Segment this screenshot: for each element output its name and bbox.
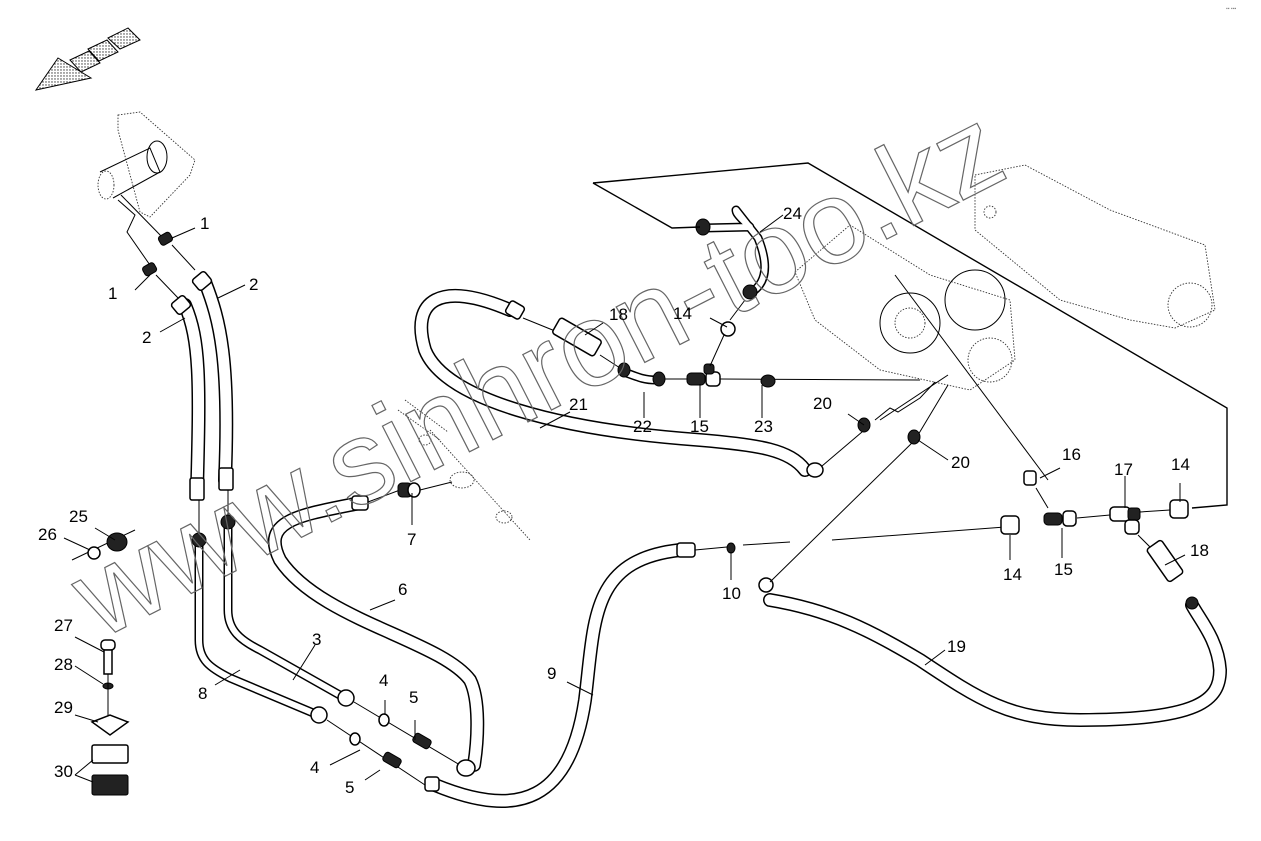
control-valve-block-left xyxy=(794,224,1016,391)
part-25-nut xyxy=(106,532,128,552)
callout-18: 18 xyxy=(609,305,628,324)
callout-29: 29 xyxy=(54,698,73,717)
callout-1: 1 xyxy=(108,284,117,303)
corner-mark: ▪▪ ▪▪▪ xyxy=(1226,6,1236,12)
callout-21: 21 xyxy=(569,395,588,414)
callout-4: 4 xyxy=(379,671,388,690)
callout-24: 24 xyxy=(783,204,802,223)
control-valve-block-right xyxy=(974,164,1216,329)
part-30-clamp-bottom xyxy=(91,774,129,796)
callout-2: 2 xyxy=(142,328,151,347)
callout-28: 28 xyxy=(54,655,73,674)
front-direction-arrow-icon xyxy=(34,27,141,91)
callout-2: 2 xyxy=(249,275,258,294)
callout-15: 15 xyxy=(690,417,709,436)
part-4-washer-b xyxy=(349,732,361,746)
callout-16: 16 xyxy=(1062,445,1081,464)
part-1-fitting-b xyxy=(142,262,158,277)
part-18-filter-a xyxy=(552,317,602,357)
callout-7: 7 xyxy=(407,530,416,549)
callout-14: 14 xyxy=(1003,565,1022,584)
part-23-fitting xyxy=(760,374,776,388)
part-17-tee xyxy=(1109,506,1141,535)
callout-19: 19 xyxy=(947,637,966,656)
callout-25: 25 xyxy=(69,507,88,526)
part-18-filter-b xyxy=(1146,539,1184,583)
part-10-seal xyxy=(726,542,736,554)
part-30-clamp-top xyxy=(91,744,129,764)
callout-17: 17 xyxy=(1114,460,1133,479)
callout-27: 27 xyxy=(54,616,73,635)
callout-20: 20 xyxy=(951,453,970,472)
callout-8: 8 xyxy=(198,684,207,703)
callout-15: 15 xyxy=(1054,560,1073,579)
part-29-plate xyxy=(90,714,130,736)
part-4-washer-a xyxy=(378,713,390,727)
part-1-fitting-a xyxy=(157,231,173,246)
part-14-fitting-b xyxy=(1000,515,1020,535)
callout-14: 14 xyxy=(673,304,692,323)
callout-30: 30 xyxy=(54,762,73,781)
callout-26: 26 xyxy=(38,525,57,544)
part-26-ring xyxy=(87,546,101,560)
callout-4: 4 xyxy=(310,758,319,777)
part-15-tee-b xyxy=(1043,510,1077,527)
part-16-fitting xyxy=(1023,470,1037,486)
part-15-tee-a xyxy=(686,363,721,387)
callout-23: 23 xyxy=(754,417,773,436)
part-5-adapter-b xyxy=(382,751,402,769)
clamp-assembly xyxy=(71,529,136,796)
callout-6: 6 xyxy=(398,580,407,599)
valve-mount-bracket xyxy=(97,111,196,218)
part-7-fitting xyxy=(397,482,421,498)
callout-10: 10 xyxy=(722,584,741,603)
part-5-adapter-a xyxy=(412,732,432,750)
callout-5: 5 xyxy=(345,778,354,797)
callout-14: 14 xyxy=(1171,455,1190,474)
callout-3: 3 xyxy=(312,630,321,649)
part-20-fitting-b xyxy=(907,429,921,445)
callout-9: 9 xyxy=(547,664,556,683)
part-14-fitting-c xyxy=(1169,499,1189,519)
callout-22: 22 xyxy=(633,417,652,436)
callout-5: 5 xyxy=(409,688,418,707)
callout-1: 1 xyxy=(200,214,209,233)
callout-20: 20 xyxy=(813,394,832,413)
callout-18: 18 xyxy=(1190,541,1209,560)
